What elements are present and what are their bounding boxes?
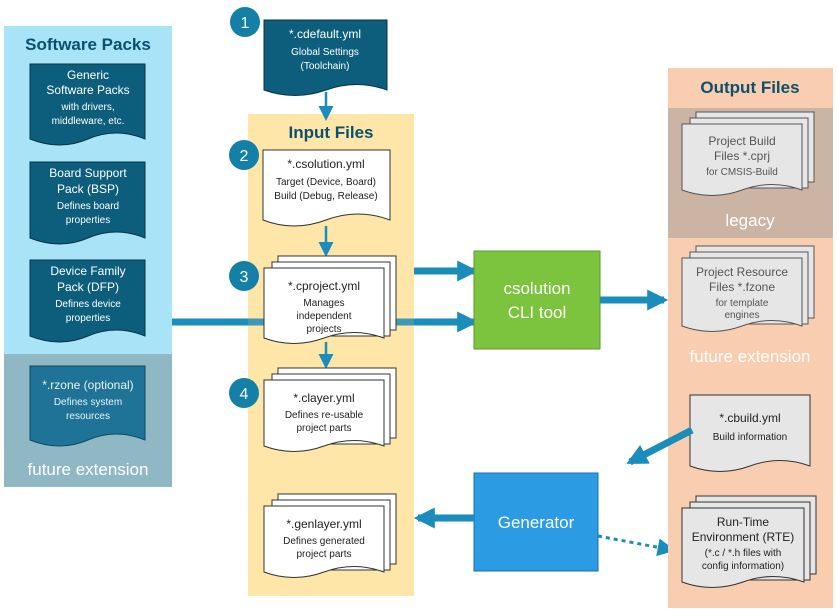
cproject-line-4: projects <box>306 324 341 335</box>
dfp-line-2: Pack (DFP) <box>57 280 119 294</box>
step-1-badge <box>230 7 260 37</box>
step-3-number: 3 <box>240 269 249 286</box>
tool-line-2: CLI tool <box>508 303 567 322</box>
cbuild-line-2: Build information <box>713 432 787 443</box>
step-2-badge <box>229 140 259 170</box>
input-files-title: Input Files <box>289 123 374 142</box>
software-future-extension: future extension <box>28 460 149 479</box>
genlayer-line-1: *.genlayer.yml <box>286 517 361 531</box>
cdefault-line-1: *.cdefault.yml <box>289 27 361 41</box>
rzone-line-3: resources <box>66 411 110 422</box>
cprj-line-3: for CMSIS-Build <box>706 167 778 178</box>
cprj-line-2: Files *.cprj <box>714 149 770 163</box>
generator-label: Generator <box>498 513 575 532</box>
cbuild-line-1: *.cbuild.yml <box>719 411 780 425</box>
bsp-line-2: Pack (BSP) <box>57 182 119 196</box>
rte-line-4: config information) <box>702 561 784 572</box>
csolution-line-1: *.csolution.yml <box>287 157 364 171</box>
fzone-line-3: for template <box>716 298 769 309</box>
cproject-line-1: *.cproject.yml <box>288 279 360 293</box>
csolution-line-3: Build (Debug, Release) <box>274 191 377 202</box>
csolution-doc: *.csolution.yml Target (Device, Board) B… <box>262 149 391 227</box>
cproject-line-3: independent <box>296 311 351 322</box>
step-4-number: 4 <box>240 386 249 403</box>
generator-to-rte-arrow <box>597 534 676 557</box>
cdefault-line-3: (Toolchain) <box>301 61 350 72</box>
software-packs-title: Software Packs <box>25 35 151 54</box>
step-3-badge <box>229 261 259 291</box>
clayer-line-3: project parts <box>296 423 351 434</box>
genlayer-line-2: Defines generated <box>283 536 365 547</box>
generic-pack-line-1: Generic <box>67 68 109 82</box>
fzone-doc-stack: Project Resource Files *.fzone for templ… <box>681 245 815 332</box>
generic-pack-line-2: Software Packs <box>46 83 129 97</box>
csolution-cli-tool-box: csolution CLI tool <box>473 250 601 350</box>
clayer-doc-stack: *.clayer.yml Defines re-usable project p… <box>263 367 397 452</box>
cbuild-doc: *.cbuild.yml Build information <box>689 394 811 472</box>
bsp-line-4: properties <box>66 215 110 226</box>
fzone-line-2: Files *.fzone <box>709 280 775 294</box>
generic-pack-doc: Generic Software Packs with drivers, mid… <box>29 63 146 146</box>
rte-doc-stack: Run-Time Environment (RTE) (*.c / *.h fi… <box>681 495 817 588</box>
generic-pack-line-3: with drivers, <box>60 102 114 113</box>
rte-line-3: (*.c / *.h files with <box>705 548 782 559</box>
step-1-number: 1 <box>241 15 250 32</box>
rte-line-1: Run-Time <box>717 515 770 529</box>
bsp-line-1: Board Support <box>49 166 127 180</box>
cdefault-line-2: Global Settings <box>291 47 359 58</box>
csolution-line-2: Target (Device, Board) <box>276 177 376 188</box>
dfp-line-4: properties <box>66 313 110 324</box>
rte-line-2: Environment (RTE) <box>692 530 794 544</box>
cproject-doc-stack: *.cproject.yml Manages independent proje… <box>263 255 397 344</box>
cprj-doc-stack: Project Build Files *.cprj for CMSIS-Bui… <box>681 111 815 196</box>
bsp-pack-doc: Board Support Pack (BSP) Defines board p… <box>29 161 146 245</box>
rzone-line-2: Defines system <box>54 397 122 408</box>
dfp-line-3: Defines device <box>55 299 121 310</box>
step-2-number: 2 <box>240 148 249 165</box>
bsp-line-3: Defines board <box>57 201 119 212</box>
cprj-line-1: Project Build <box>708 134 775 148</box>
dfp-line-1: Device Family <box>50 264 125 278</box>
genlayer-doc-stack: *.genlayer.yml Defines generated project… <box>263 493 397 578</box>
cbuild-to-generator-arrow <box>626 426 694 466</box>
generic-pack-line-4: middleware, etc. <box>52 116 125 127</box>
fzone-line-4: engines <box>724 310 759 321</box>
step-4-badge <box>229 378 259 408</box>
rzone-line-1: *.rzone (optional) <box>42 378 133 392</box>
legacy-label: legacy <box>725 211 775 230</box>
generator-box: Generator <box>473 472 599 572</box>
tool-line-1: csolution <box>503 279 570 298</box>
genlayer-line-3: project parts <box>296 549 351 560</box>
cdefault-doc: *.cdefault.yml Global Settings (Toolchai… <box>263 19 388 96</box>
output-future-extension: future extension <box>690 347 811 366</box>
clayer-line-2: Defines re-usable <box>285 410 364 421</box>
clayer-line-1: *.clayer.yml <box>293 391 354 405</box>
output-files-title: Output Files <box>700 78 799 97</box>
dfp-pack-doc: Device Family Pack (DFP) Defines device … <box>29 259 146 343</box>
fzone-line-1: Project Resource <box>696 265 788 279</box>
cproject-line-2: Manages <box>303 298 344 309</box>
rzone-doc: *.rzone (optional) Defines system resour… <box>29 365 146 447</box>
